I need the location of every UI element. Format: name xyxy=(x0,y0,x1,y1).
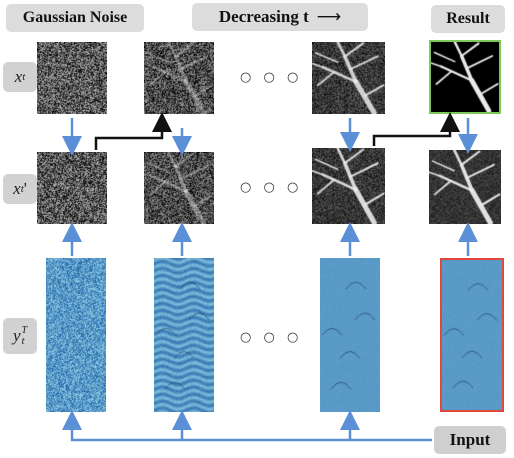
xt-result-image xyxy=(429,40,501,114)
input-label: Input xyxy=(434,426,506,454)
xt-noise-image xyxy=(37,42,107,114)
yt-step2-image xyxy=(154,258,214,412)
decreasing-t-label: Decreasing t ⟶ xyxy=(192,3,368,31)
xt-prime-ellipsis: ○ ○ ○ xyxy=(240,180,303,195)
xt-prime-noise-image xyxy=(37,152,107,224)
right-arrow-icon: ⟶ xyxy=(316,7,342,27)
arrow-black-2 xyxy=(372,112,460,146)
xt-prime-step3-image xyxy=(312,148,385,224)
yt-input-image xyxy=(440,258,504,412)
xt-step3-image xyxy=(312,42,385,114)
input-feed-line xyxy=(62,410,432,442)
xt-prime-result-image xyxy=(429,150,501,224)
xt-prime-step2-image xyxy=(144,152,214,224)
result-label: Result xyxy=(431,5,505,33)
xt-step2-image xyxy=(144,42,214,114)
yt-noise-image xyxy=(46,258,106,412)
decreasing-t-text: Decreasing t xyxy=(218,7,309,26)
xt-ellipsis: ○ ○ ○ xyxy=(240,70,303,85)
yt-ellipsis: ○ ○ ○ xyxy=(240,330,303,345)
arrow-black-1 xyxy=(94,112,172,150)
yt-step3-image xyxy=(320,258,380,412)
gaussian-noise-label: Gaussian Noise xyxy=(6,4,144,32)
